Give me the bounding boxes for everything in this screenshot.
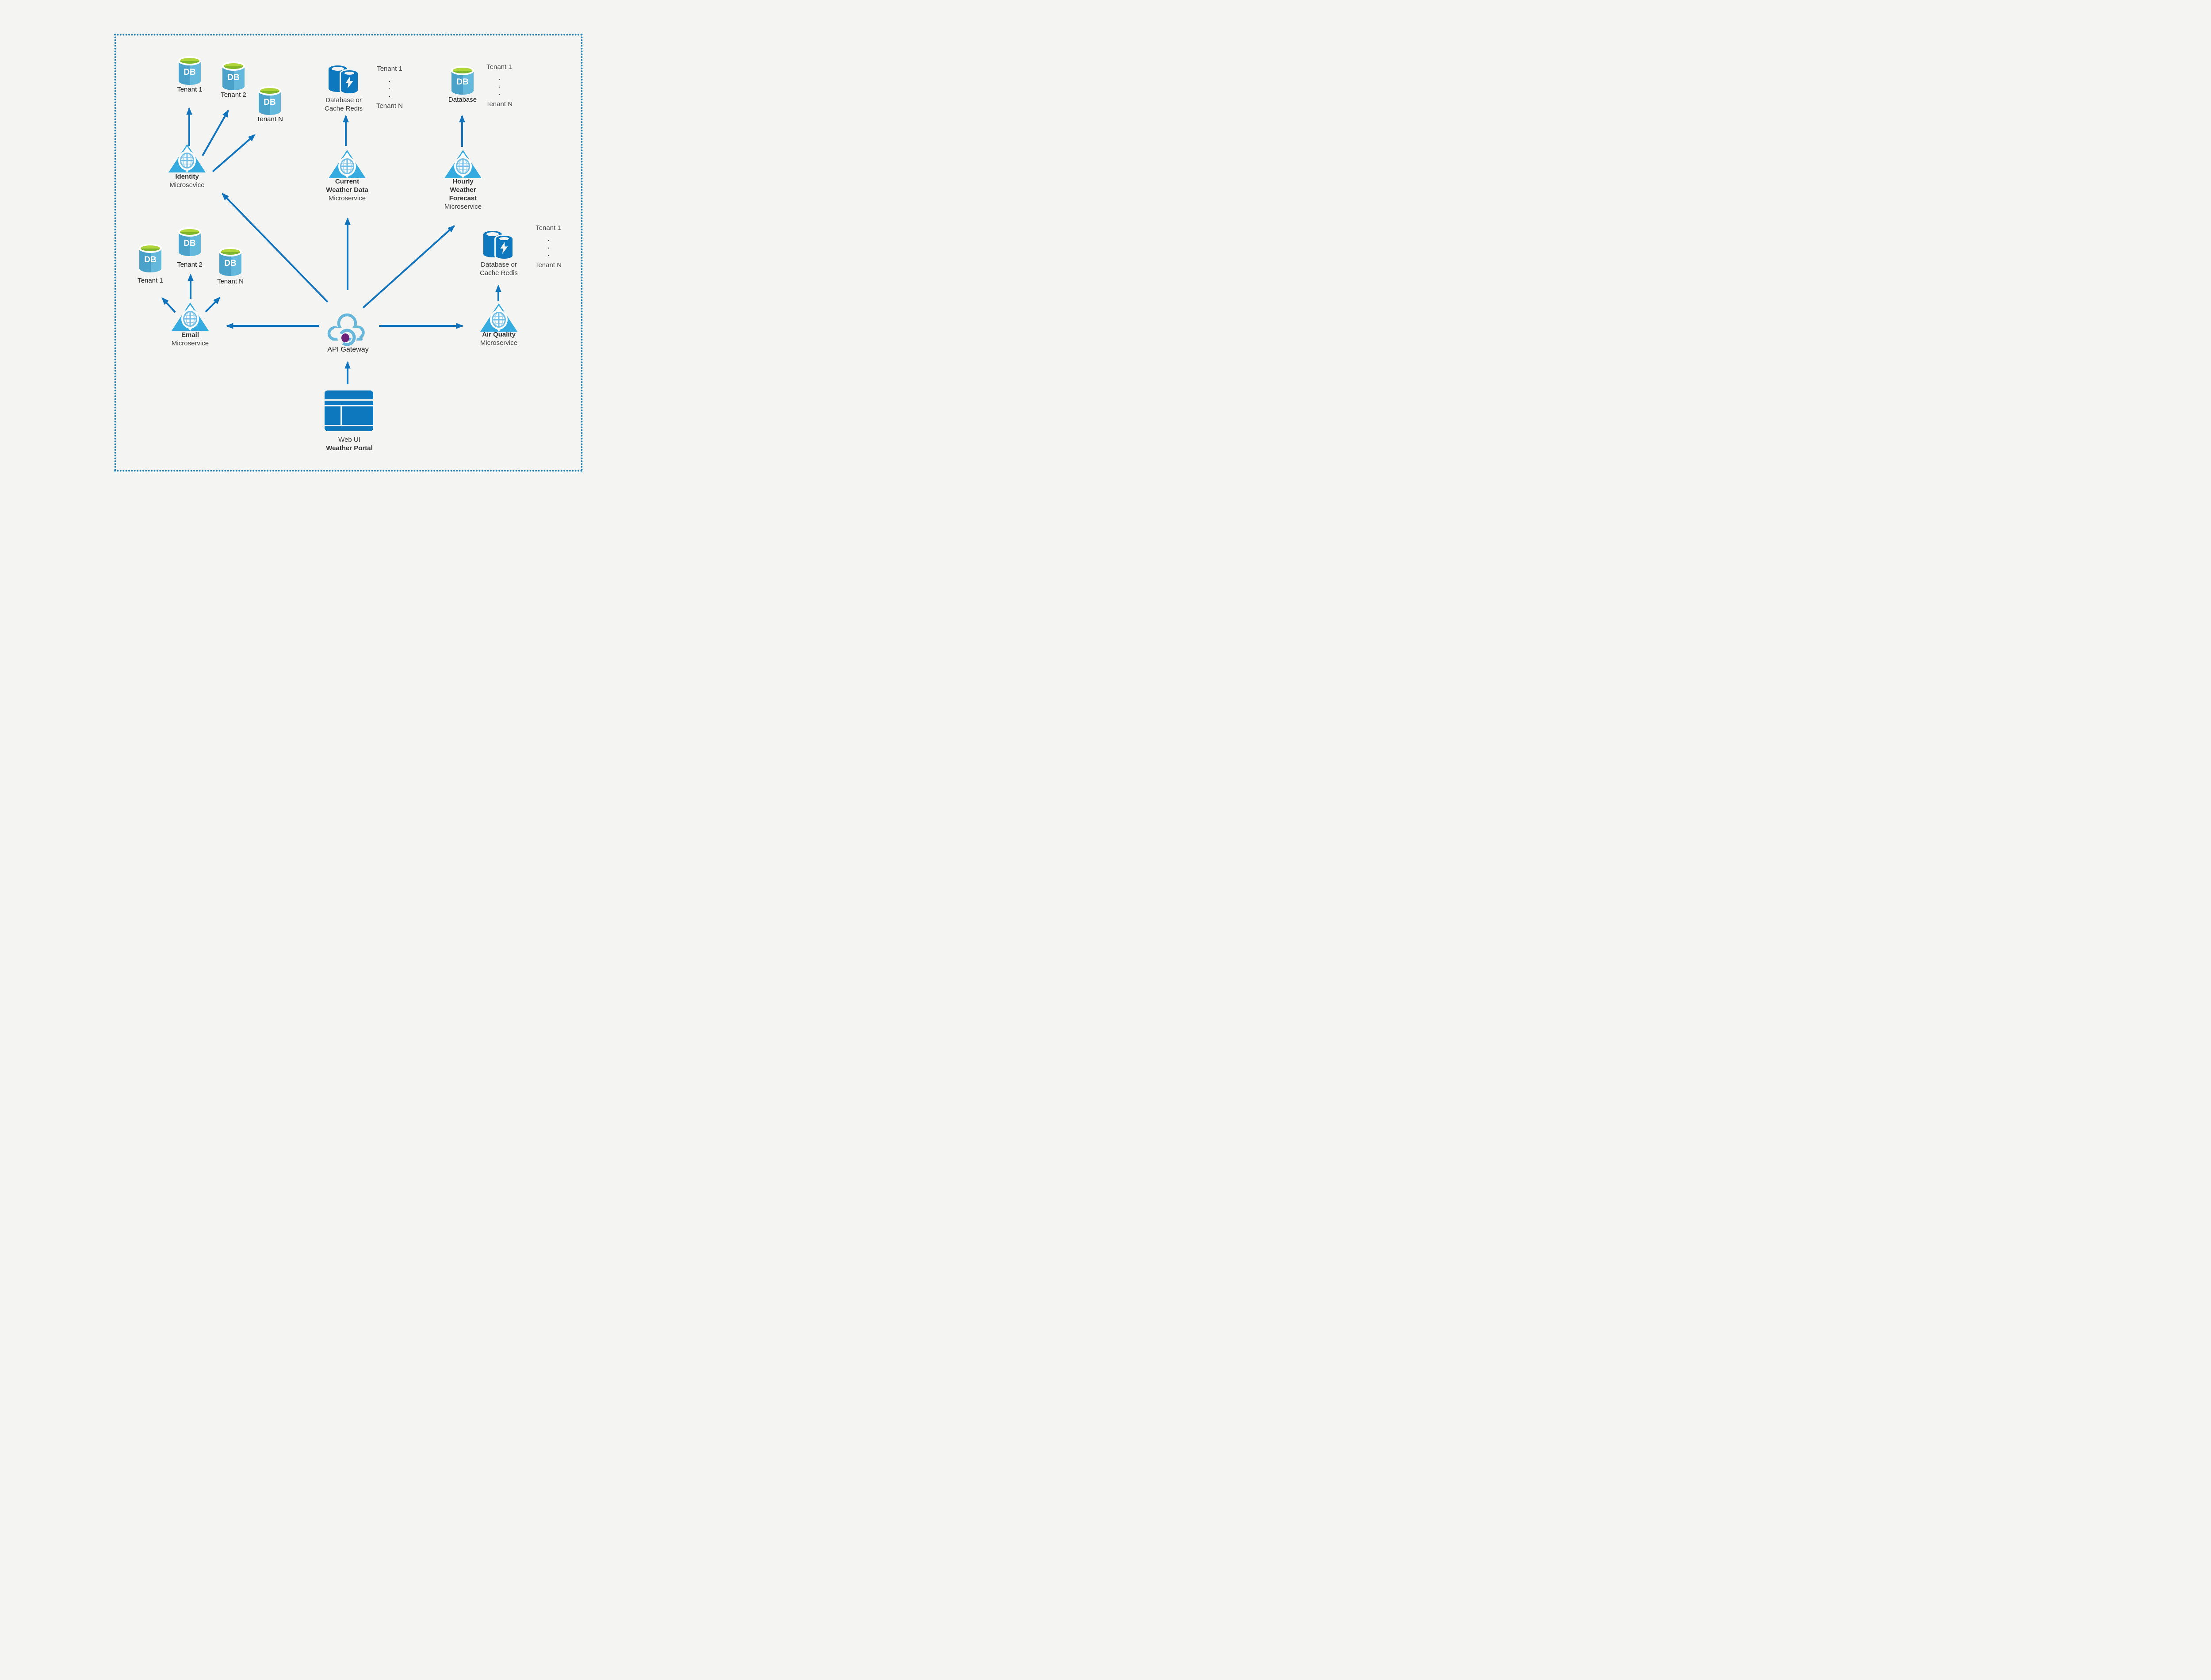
connector-arrows [161, 107, 501, 384]
web-ui-icon [325, 390, 373, 431]
microservice-icon-hourly [444, 150, 482, 179]
db-badge: DB [184, 68, 196, 77]
globe-icon [338, 157, 356, 176]
label-email-tenant1: Tenant 1 [138, 277, 163, 284]
tenant-last: Tenant N [376, 102, 403, 110]
globe-icon [454, 157, 472, 176]
label-current-store: Database or Cache Redis [325, 96, 363, 112]
tenant-range-airquality: Tenant 1 . . . Tenant N [535, 224, 562, 269]
identity-type: Microsevice [169, 181, 205, 189]
tenant-range-hourly: Tenant 1 . . . Tenant N [486, 63, 513, 108]
globe-icon [490, 310, 508, 330]
db-icon-email-tenant1: DB [139, 244, 162, 273]
cache-redis-icon-current [328, 65, 360, 94]
arrow-gateway-to-identity [222, 193, 329, 303]
label-hourly-service: Hourly Weather Forecast Microservice [444, 178, 482, 210]
dotted-border-right [580, 33, 583, 472]
microservice-icon-current [329, 150, 366, 179]
db-badge: DB [264, 98, 276, 107]
arrow-email-to-tenant1 [161, 297, 176, 313]
db-icon-hourly-database: DB [451, 66, 474, 95]
db-icon-identity-tenant1: DB [178, 56, 201, 85]
db-icon-identity-tenantN: DB [258, 86, 281, 115]
architecture-diagram: DB Tenant 1 DB Tenant 2 DB Tenant N Iden… [0, 0, 691, 503]
lightning-icon [500, 242, 508, 254]
db-badge: DB [184, 239, 196, 248]
arrow-identity-to-tenant2 [202, 109, 229, 156]
db-icon-identity-tenant2: DB [222, 61, 245, 91]
label-identity-tenant1: Tenant 1 [177, 86, 203, 93]
tenant-last: Tenant N [535, 261, 562, 269]
label-email-service: Email Microservice [171, 331, 209, 347]
label-hourly-store: Database [448, 96, 477, 103]
sync-ring-icon [338, 329, 356, 346]
tenant-first: Tenant 1 [536, 224, 561, 232]
label-identity-tenant2: Tenant 2 [221, 91, 246, 99]
globe-icon [178, 151, 196, 171]
db-icon-email-tenantN: DB [219, 247, 242, 276]
identity-name: Identity [175, 173, 199, 180]
tenant-range-current: Tenant 1 . . . Tenant N [376, 65, 403, 110]
db-badge: DB [227, 73, 240, 82]
label-airquality-service: Air Quality Microservice [480, 331, 518, 347]
label-current-service: Current Weather Data Microservice [326, 178, 368, 202]
lightning-icon [345, 77, 353, 89]
dotted-border-top [114, 33, 583, 36]
gateway-dot-icon [341, 333, 349, 342]
db-badge: DB [224, 259, 237, 268]
dotted-border-left [114, 33, 117, 472]
label-email-tenant2: Tenant 2 [177, 261, 203, 268]
arrow-gateway-to-hourly [362, 225, 455, 309]
db-badge: DB [456, 77, 469, 87]
db-icon-email-tenant2: DB [178, 227, 201, 256]
globe-icon [181, 309, 199, 329]
api-gateway-icon [327, 313, 365, 347]
label-email-tenantN: Tenant N [217, 278, 244, 285]
db-badge: DB [144, 255, 157, 264]
cache-redis-icon-airquality [482, 231, 514, 259]
tenant-last: Tenant N [486, 100, 513, 108]
microservice-icon-identity [168, 144, 206, 173]
arrow-identity-to-tenantN [212, 134, 256, 172]
label-identity-tenantN: Tenant N [256, 115, 283, 123]
microservice-icon-email [172, 302, 209, 331]
microservice-icon-airquality [480, 303, 517, 332]
label-web-ui: Web UI Weather Portal [326, 436, 373, 452]
dotted-border-bottom [114, 469, 583, 472]
arrow-email-to-tenantN [205, 297, 221, 313]
label-api-gateway: API Gateway [327, 346, 369, 353]
tenant-first: Tenant 1 [486, 63, 512, 71]
tenant-first: Tenant 1 [377, 65, 402, 73]
label-identity-service: Identity Microsevice [152, 172, 222, 189]
label-airquality-store: Database or Cache Redis [480, 261, 518, 277]
